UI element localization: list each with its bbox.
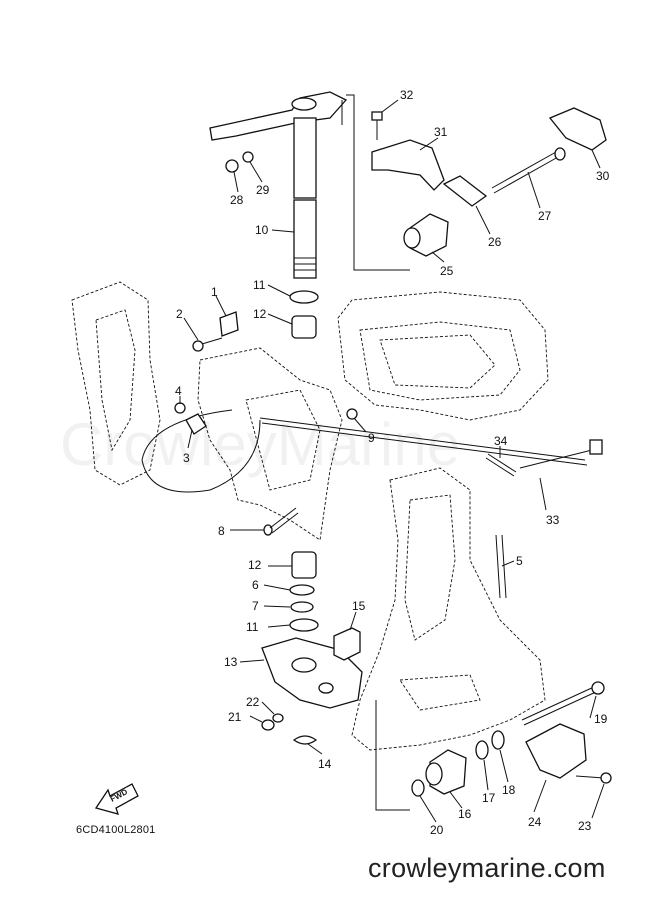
callout-27: 27 — [538, 209, 552, 223]
callout-1: 1 — [211, 285, 218, 299]
swivel-bracket-outline — [71, 281, 161, 486]
callout-28: 28 — [230, 193, 244, 207]
steering-shaft — [293, 117, 317, 279]
bracket-15 — [333, 627, 361, 661]
clamp-bracket-outline — [197, 347, 343, 541]
bolt-21 — [261, 719, 275, 731]
callout-6: 6 — [252, 578, 259, 592]
bushing-12-lower — [291, 551, 317, 579]
rubber-mount-16 — [425, 749, 467, 795]
callout-labels: 1 2 3 4 5 6 7 8 9 10 11 11 12 12 13 14 1… — [175, 88, 610, 837]
fwd-arrow-icon: FWD — [94, 783, 139, 815]
washer-17 — [475, 740, 489, 760]
callout-2: 2 — [176, 307, 183, 321]
mount-bracket-31 — [371, 139, 445, 191]
callout-13: 13 — [224, 655, 238, 669]
bolt-32 — [371, 111, 383, 140]
washer-11-upper — [289, 290, 319, 304]
callout-3: 3 — [183, 451, 190, 465]
callout-34: 34 — [494, 434, 508, 448]
washer-18 — [491, 730, 505, 750]
bushing-12-upper — [291, 315, 317, 339]
callout-30: 30 — [596, 169, 610, 183]
callout-31: 31 — [434, 125, 448, 139]
bolt-4 — [174, 402, 186, 414]
clamp-1 — [219, 311, 239, 337]
callout-8: 8 — [218, 524, 225, 538]
callout-12-lower: 12 — [248, 558, 262, 572]
washer-29 — [242, 151, 254, 163]
callout-25: 25 — [440, 264, 454, 278]
callout-29: 29 — [256, 183, 270, 197]
bolt-19 — [521, 681, 605, 726]
callout-5: 5 — [516, 554, 523, 568]
washer-20 — [411, 779, 425, 797]
callout-33: 33 — [546, 513, 560, 527]
cable-33 — [259, 417, 603, 469]
callout-14: 14 — [318, 757, 332, 771]
callout-20: 20 — [430, 823, 444, 837]
callout-17: 17 — [482, 791, 496, 805]
rubber-mount-25 — [403, 213, 449, 257]
holder-3 — [185, 413, 207, 435]
callout-19: 19 — [594, 712, 608, 726]
callout-12-upper: 12 — [253, 307, 267, 321]
callout-4: 4 — [175, 384, 182, 398]
callout-7: 7 — [252, 599, 259, 613]
clip-5 — [495, 534, 507, 599]
diagram-code: 6CD4100L2801 — [76, 824, 156, 836]
callout-16: 16 — [458, 807, 472, 821]
clip-14 — [292, 735, 318, 745]
wire-harness — [141, 409, 261, 493]
washer-7 — [290, 601, 314, 613]
washer-22 — [272, 713, 284, 723]
callout-23: 23 — [578, 819, 592, 833]
plate-26 — [442, 175, 488, 207]
bolt-23 — [575, 772, 612, 784]
callout-18: 18 — [502, 783, 516, 797]
cable-tie-34 — [485, 453, 517, 477]
callout-32: 32 — [400, 88, 414, 102]
callout-11-lower: 11 — [246, 620, 259, 634]
bolt-27 — [491, 147, 566, 194]
site-footer: crowleymarine.com — [368, 853, 606, 883]
callout-21: 21 — [228, 710, 242, 724]
callout-24: 24 — [528, 815, 542, 829]
callout-15: 15 — [352, 599, 366, 613]
o-ring-6 — [289, 584, 315, 596]
engine-block-outline — [337, 291, 549, 421]
assembly-brackets — [346, 94, 410, 811]
callout-11-upper: 11 — [253, 278, 266, 292]
washer-11-lower — [289, 618, 319, 632]
leader-lines — [179, 99, 605, 823]
bracket-24 — [525, 723, 587, 779]
callout-22: 22 — [246, 695, 260, 709]
bolt-2 — [192, 337, 223, 352]
cover-30 — [548, 107, 607, 151]
nut-28 — [225, 159, 239, 173]
steering-arm — [209, 91, 348, 141]
callout-9: 9 — [368, 431, 375, 445]
nut-9 — [346, 408, 358, 420]
callout-10: 10 — [255, 223, 269, 237]
lower-case-outline — [351, 467, 546, 751]
callout-26: 26 — [488, 235, 502, 249]
